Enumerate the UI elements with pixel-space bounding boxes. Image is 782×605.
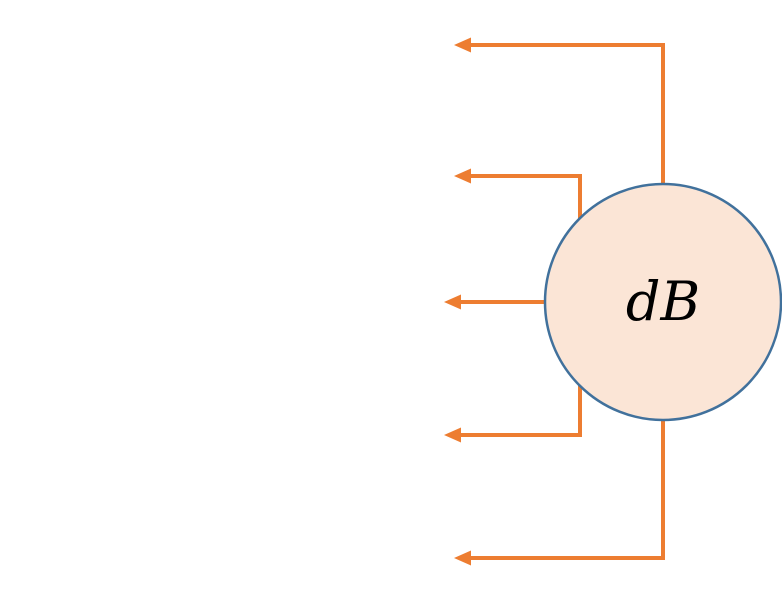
hub-circle-fill-group bbox=[543, 182, 782, 422]
hub-circle-border-group bbox=[543, 182, 782, 422]
hub-label-group: dB bbox=[626, 270, 700, 333]
arrowhead-left-icon bbox=[454, 168, 471, 184]
db-hub-label: dB bbox=[626, 270, 700, 333]
arrowheads bbox=[444, 37, 471, 566]
arrowhead-left-icon bbox=[454, 550, 471, 566]
arrowhead-left-icon bbox=[444, 427, 461, 443]
arrowhead-left-icon bbox=[444, 294, 461, 310]
db-hub-circle bbox=[543, 182, 782, 422]
arrowhead-left-icon bbox=[454, 37, 471, 53]
